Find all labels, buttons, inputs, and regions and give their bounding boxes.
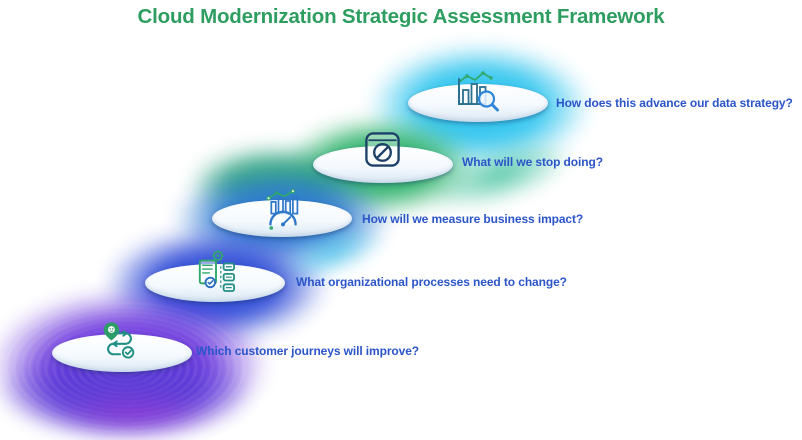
page-title: Cloud Modernization Strategic Assessment… [137,5,665,28]
impact-gauge-icon [266,188,299,230]
glow-streak-magenta [50,390,220,435]
question-org-processes: What organizational processes need to ch… [296,275,567,289]
analytics-search-icon [458,71,499,112]
question-customer-journeys: Which customer journeys will improve? [196,344,420,358]
question-data-strategy: How does this advance our data strategy? [556,96,793,110]
customer-journey-icon [103,322,135,359]
stop-icon [365,132,400,167]
question-stop-doing: What will we stop doing? [462,155,603,169]
question-business-impact: How will we measure business impact? [362,212,584,226]
process-change-icon [198,250,235,292]
